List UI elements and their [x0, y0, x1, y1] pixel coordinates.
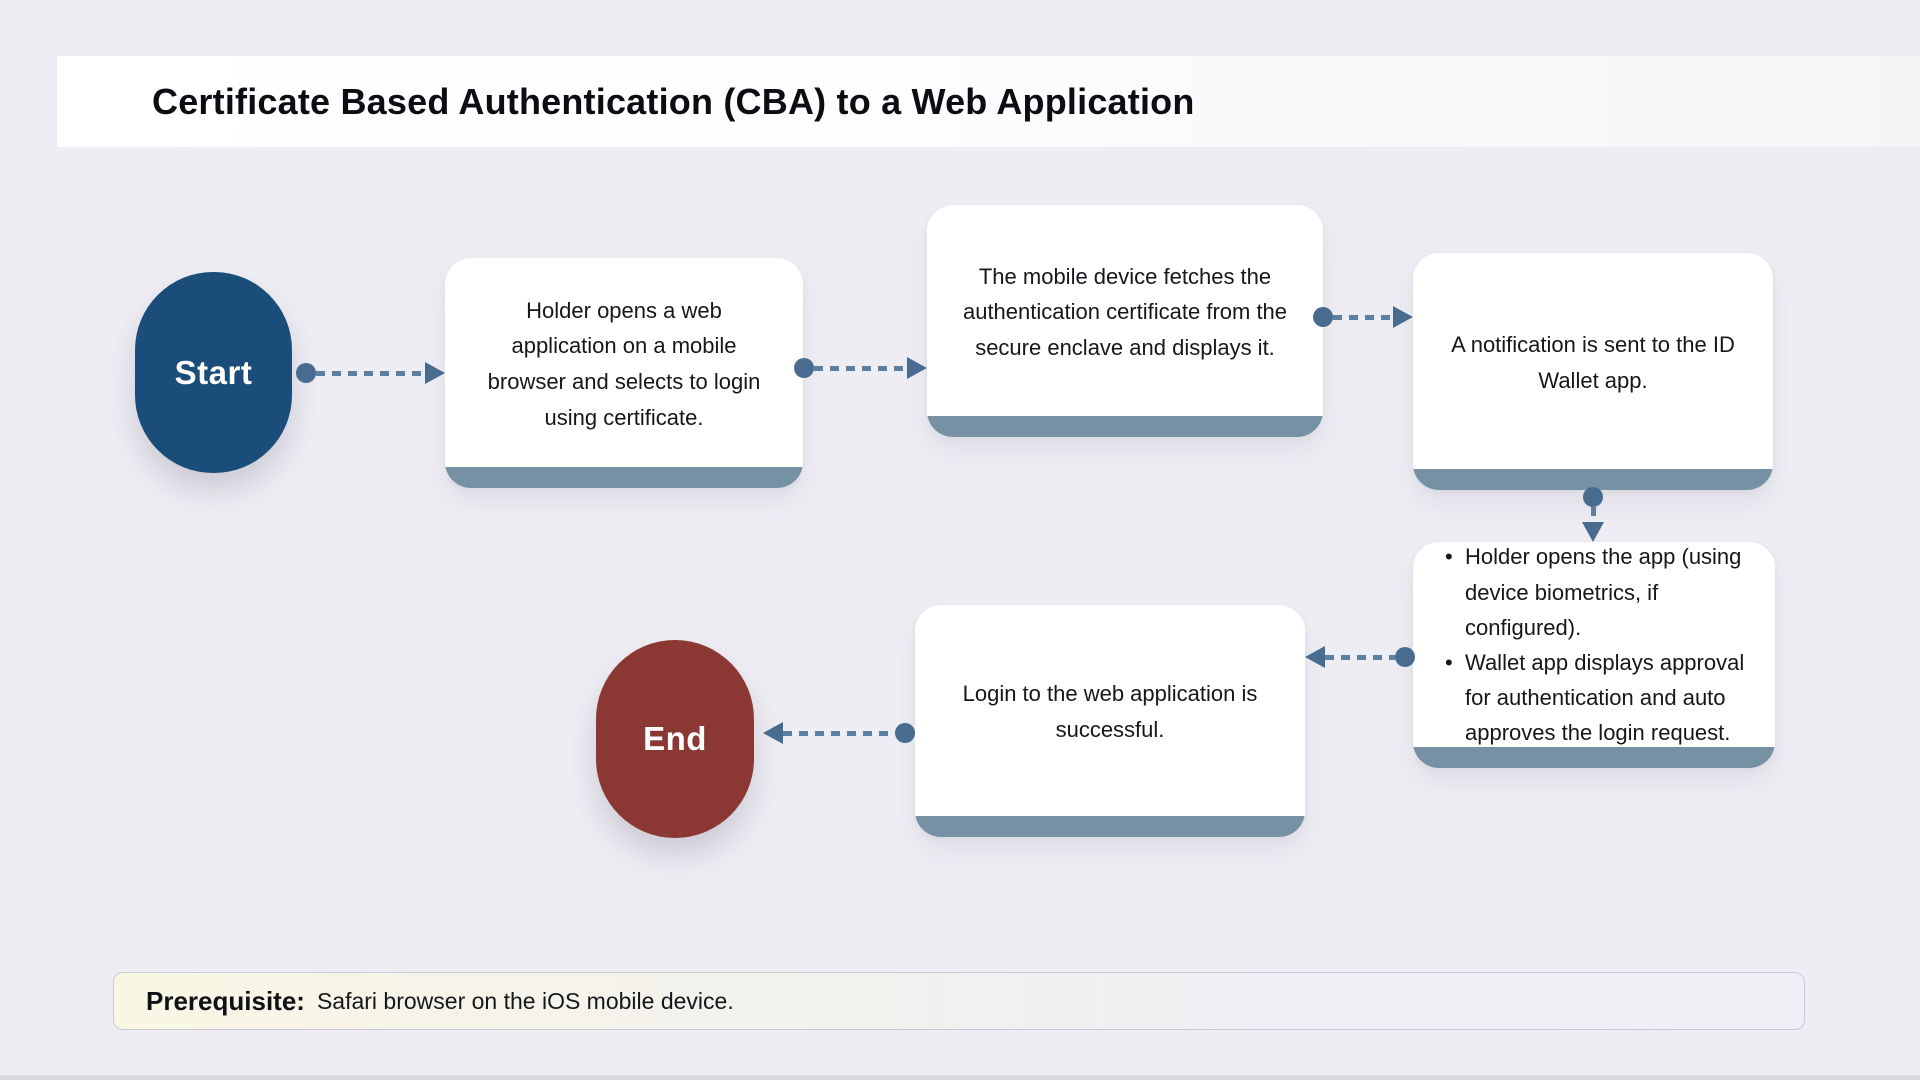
card-accent-strip	[445, 467, 803, 488]
card-accent-strip	[1413, 747, 1775, 768]
card-accent-strip	[1413, 469, 1773, 490]
arrow-dashed-line	[1590, 507, 1596, 522]
arrowhead-right-icon	[1393, 306, 1413, 328]
end-node: End	[596, 640, 754, 838]
card-accent-strip	[915, 816, 1305, 837]
arrow-origin-dot-icon	[1583, 487, 1603, 507]
arrow-step1-to-step2	[794, 357, 927, 379]
arrow-dashed-line	[1333, 314, 1393, 320]
step-card-text: The mobile device fetches the authentica…	[962, 263, 1288, 360]
arrow-origin-dot-icon	[794, 358, 814, 378]
prerequisite-label: Prerequisite:	[146, 985, 305, 1016]
arrowhead-left-icon	[1305, 646, 1325, 668]
card-accent-strip	[927, 416, 1323, 437]
arrowhead-right-icon	[425, 362, 445, 384]
arrow-step5-to-end	[763, 722, 915, 744]
title-bar: Certificate Based Authentication (CBA) t…	[57, 56, 1920, 147]
step-card-bullet-list: Holder opens the app (using device biome…	[1413, 542, 1775, 768]
arrowhead-down-icon	[1582, 522, 1604, 542]
arrow-origin-dot-icon	[1313, 307, 1333, 327]
arrow-start-to-step1	[296, 362, 445, 384]
arrow-origin-dot-icon	[895, 723, 915, 743]
arrow-dashed-line	[316, 370, 425, 376]
arrow-dashed-line	[783, 730, 895, 736]
prerequisite-note: Prerequisite: Safari browser on the iOS …	[113, 972, 1805, 1030]
bullet-item: Wallet app displays approval for authent…	[1443, 645, 1757, 751]
arrow-origin-dot-icon	[1395, 647, 1415, 667]
arrow-step2-to-step3	[1313, 306, 1413, 328]
arrowhead-right-icon	[907, 357, 927, 379]
arrowhead-left-icon	[763, 722, 783, 744]
step-card-open-web-app: Holder opens a web application on a mobi…	[445, 258, 803, 488]
step-card-login-success: Login to the web application is successf…	[915, 605, 1305, 837]
prerequisite-text: Safari browser on the iOS mobile device.	[316, 987, 734, 1014]
step-card-text: A notification is sent to the ID Wallet …	[1451, 331, 1735, 393]
step-card-text: Holder opens a web application on a mobi…	[487, 297, 761, 430]
start-node-label: Start	[174, 353, 253, 391]
arrow-dashed-line	[1325, 654, 1395, 660]
arrow-step3-to-step4	[1582, 487, 1604, 542]
step-card-fetch-certificate: The mobile device fetches the authentica…	[927, 205, 1323, 437]
page-title: Certificate Based Authentication (CBA) t…	[152, 80, 1195, 122]
end-node-label: End	[643, 720, 707, 757]
step-card-notification: A notification is sent to the ID Wallet …	[1413, 253, 1773, 490]
arrow-step4-to-step5	[1305, 646, 1415, 668]
window-bottom-edge	[0, 1075, 1920, 1080]
arrow-origin-dot-icon	[296, 363, 316, 383]
bullet-item: Holder opens the app (using device biome…	[1443, 542, 1757, 645]
step-card-text: Login to the web application is successf…	[962, 681, 1258, 742]
arrow-dashed-line	[814, 365, 907, 371]
step-card-approval: Holder opens the app (using device biome…	[1413, 542, 1775, 768]
start-node: Start	[135, 272, 292, 473]
